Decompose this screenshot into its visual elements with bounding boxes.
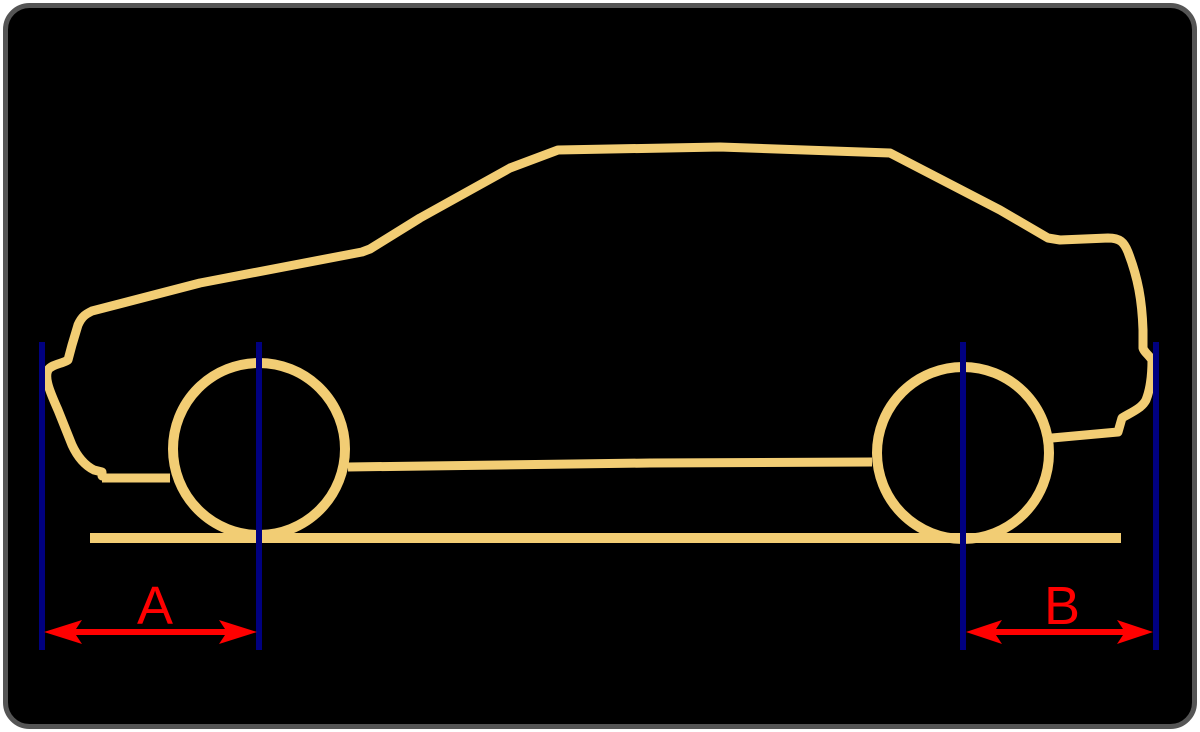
dimension-label-a: A [137, 576, 173, 636]
dimension-arrow-b [966, 620, 1153, 644]
arrowhead-right-icon [1117, 620, 1153, 644]
diagram-frame [3, 3, 1197, 729]
arrowhead-right-icon [219, 620, 257, 644]
dimension-label-b: B [1044, 576, 1080, 636]
dimension-arrow-a [44, 620, 257, 644]
arrowhead-left-icon [966, 620, 1002, 644]
arrowhead-left-icon [44, 620, 82, 644]
car-sill-line [347, 457, 873, 472]
car-body-outline [42, 142, 1157, 481]
